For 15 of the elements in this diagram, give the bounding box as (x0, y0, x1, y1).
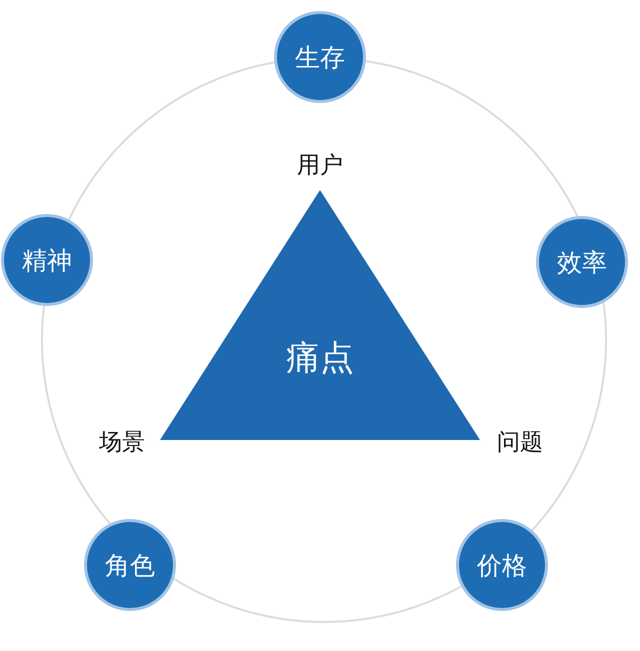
corner-label: 问题 (497, 428, 543, 458)
node-label: 价格 (477, 550, 527, 582)
node-label: 生存 (295, 42, 345, 74)
node-label: 效率 (557, 246, 607, 278)
corner-label: 场景 (99, 428, 145, 458)
node-label: 角色 (105, 550, 155, 582)
corner-label: 用户 (297, 152, 343, 180)
node-label: 痛点 (286, 337, 354, 380)
circle-node (459, 522, 545, 608)
circle-node (277, 14, 363, 100)
circle-node (539, 219, 625, 305)
triangle-node (160, 190, 480, 440)
circle-node (87, 522, 173, 608)
circle-node (4, 217, 90, 303)
node-label: 精神 (22, 244, 72, 276)
